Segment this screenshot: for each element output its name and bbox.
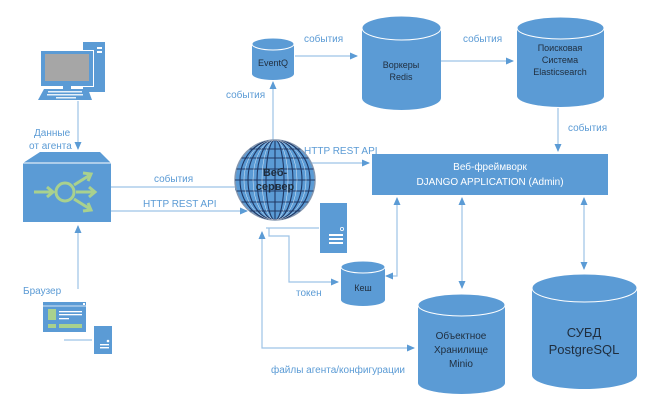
django-application-box <box>372 154 608 195</box>
label-token: токен <box>296 288 322 299</box>
server-tower-icon <box>94 326 112 354</box>
cache-database-icon <box>340 260 386 306</box>
postgres-label-2: PostgreSQL <box>549 342 620 357</box>
cache-label: Кеш <box>354 283 371 293</box>
label-agent-data-2: от агента <box>29 141 72 152</box>
label-redis-elastic: события <box>463 33 502 45</box>
edge-django-cache <box>385 197 401 280</box>
elastic-label-1: Поисковая <box>538 43 583 53</box>
desktop-computer-icon <box>38 42 105 100</box>
minio-label-1: Объектное <box>436 330 487 342</box>
label-router-events: события <box>154 173 193 185</box>
label-web-django: HTTP REST API <box>304 146 378 157</box>
browser-label: Браузер <box>23 286 62 297</box>
label-elastic-django: события <box>568 122 607 134</box>
eventq-database-icon <box>251 37 295 80</box>
redis-label-2: Redis <box>389 72 413 82</box>
elastic-label-2: Система <box>542 55 578 65</box>
elasticsearch-database-icon <box>516 16 605 107</box>
server-tower-icon <box>320 203 347 253</box>
label-router-http: HTTP REST API <box>143 199 217 210</box>
browser-window-icon <box>43 302 86 332</box>
redis-database-icon <box>361 15 442 110</box>
connectors <box>64 52 588 352</box>
eventq-label: EventQ <box>258 58 288 68</box>
web-server-label-1: Веб- <box>263 167 288 179</box>
web-server-label-2: сервер <box>256 181 295 193</box>
elastic-label-3: Elasticsearch <box>533 67 587 77</box>
label-files: файлы агента/конфигурации <box>271 364 405 376</box>
postgres-label-1: СУБД <box>567 325 602 340</box>
django-label-2: DJANGO APPLICATION (Admin) <box>416 177 563 188</box>
postgresql-database-icon <box>531 273 638 389</box>
label-web-eventq: события <box>226 89 265 101</box>
router-hub-icon <box>23 152 111 222</box>
minio-database-icon <box>417 293 506 395</box>
redis-label-1: Воркеры <box>383 60 420 70</box>
minio-label-3: Minio <box>449 359 473 370</box>
label-agent-data-1: Данные <box>34 128 71 139</box>
django-label-1: Веб-фреймворк <box>453 161 527 173</box>
globe-icon <box>234 139 316 221</box>
edge-files <box>258 231 415 352</box>
minio-label-2: Хранилище <box>434 345 488 356</box>
label-eventq-redis: события <box>304 33 343 45</box>
